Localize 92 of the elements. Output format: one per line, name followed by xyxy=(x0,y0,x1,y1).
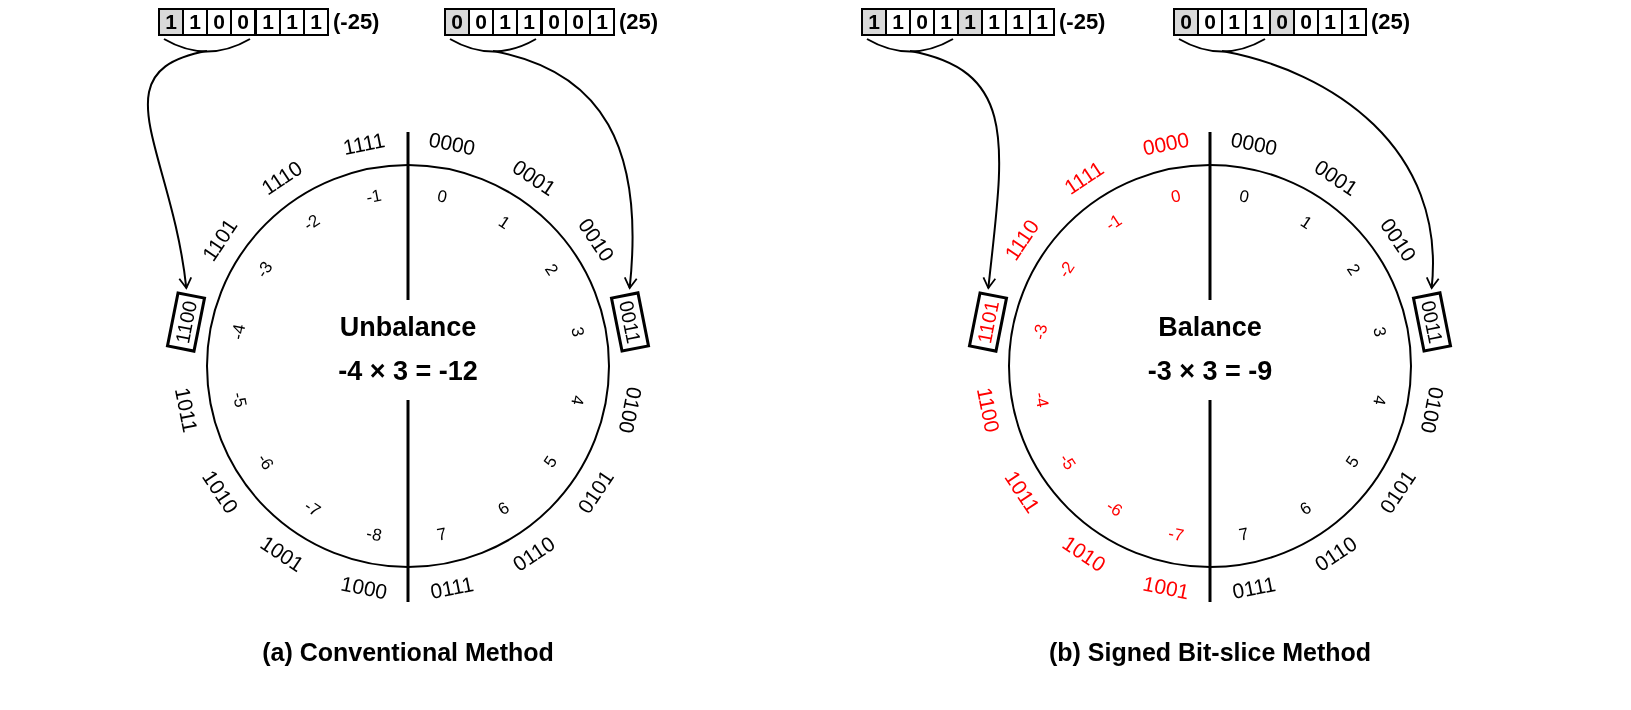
bit-cell: 0 xyxy=(1293,10,1317,34)
bit-cell: 1 xyxy=(1221,10,1245,34)
value-label: (25) xyxy=(1371,8,1411,36)
value-label: (-25) xyxy=(1059,8,1106,36)
bit-cell: 1 xyxy=(981,10,1005,34)
decimal-value: 3 xyxy=(565,325,588,340)
decimal-value: -7 xyxy=(300,496,325,522)
decimal-value: 1 xyxy=(494,212,514,234)
bit-cell: 1 xyxy=(1317,10,1341,34)
binary-code: 1111 xyxy=(1060,156,1109,200)
bit-cell: 0 xyxy=(1197,10,1221,34)
bit-cell: 1 xyxy=(1005,10,1029,34)
bit-cell: 1 xyxy=(303,10,327,34)
decimal-value: -2 xyxy=(300,210,325,236)
binary-code: 1011 xyxy=(170,385,203,435)
decimal-value: -7 xyxy=(1167,523,1186,546)
decimal-value: -2 xyxy=(1054,258,1080,283)
decimal-value: -5 xyxy=(1054,449,1080,474)
decimal-value: 7 xyxy=(1236,523,1251,546)
decimal-value: -6 xyxy=(1102,496,1127,522)
decimal-value: -1 xyxy=(365,186,384,209)
equation-text: -3 × 3 = -9 xyxy=(1147,356,1273,387)
bit-cell: 1 xyxy=(182,10,206,34)
binary-code: 0000 xyxy=(1228,128,1280,161)
bit-cell: 0 xyxy=(1271,10,1293,34)
bit-cell: 1 xyxy=(516,10,540,34)
decimal-value: 1 xyxy=(1296,212,1316,234)
bit-cell: 1 xyxy=(933,10,957,34)
panel-caption: (a) Conventional Method xyxy=(262,638,554,667)
decimal-value: 0 xyxy=(434,186,449,209)
decimal-value: 0 xyxy=(1236,186,1251,209)
decimal-value: 7 xyxy=(434,523,449,546)
decimal-value: -3 xyxy=(252,258,278,283)
bit-cell: 1 xyxy=(863,10,885,34)
bit-cell-text: 0 xyxy=(547,10,561,34)
bit-cell: 1 xyxy=(1029,10,1053,34)
binary-code: 0111 xyxy=(428,571,476,604)
decimal-value: 3 xyxy=(1367,325,1390,340)
value-label: (25) xyxy=(619,8,659,36)
binary-code: 1110 xyxy=(257,156,308,201)
bit-cell: 1 xyxy=(160,10,182,34)
decimal-value: -8 xyxy=(365,523,384,546)
panel-caption: (b) Signed Bit-slice Method xyxy=(1048,638,1372,667)
binary-code: 1010 xyxy=(1058,530,1111,577)
binary-code: 0110 xyxy=(508,531,559,577)
decimal-value: 6 xyxy=(1296,498,1316,520)
binary-code: 0100 xyxy=(1415,384,1448,436)
binary-code: 0001 xyxy=(507,155,560,202)
bit-cell: 1 xyxy=(885,10,909,34)
decimal-value: -5 xyxy=(228,390,251,409)
decimal-value: -4 xyxy=(1030,390,1053,409)
bit-cell: 0 xyxy=(230,10,254,34)
binary-code: 1000 xyxy=(338,571,390,604)
bit-cell: 0 xyxy=(1175,10,1197,34)
bit-cell: 0 xyxy=(565,10,589,34)
decimal-value: 2 xyxy=(540,260,562,280)
binary-code: 1001 xyxy=(256,530,309,577)
decimal-value: 0 xyxy=(1169,186,1184,209)
binary-code: 0111 xyxy=(1230,571,1278,604)
decimal-value: 2 xyxy=(1342,260,1364,280)
bit-cell: 1 xyxy=(279,10,303,34)
bit-cell: 0 xyxy=(206,10,230,34)
decimal-value: -4 xyxy=(228,323,251,342)
decimal-value: -6 xyxy=(252,449,278,474)
bit-cell: 1 xyxy=(959,10,981,34)
bit-cell: 1 xyxy=(1341,10,1365,34)
bit-cell: 1 xyxy=(589,10,613,34)
equation-text: -4 × 3 = -12 xyxy=(338,356,478,387)
bit-cell-text: 1 xyxy=(261,10,275,34)
binary-code: 0110 xyxy=(1310,531,1361,577)
decimal-value: 4 xyxy=(1367,392,1390,407)
binary-code: 1111 xyxy=(340,128,387,161)
decimal-value: 4 xyxy=(565,392,588,407)
decimal-value: 6 xyxy=(494,498,514,520)
bit-cell: 0 xyxy=(468,10,492,34)
bit-cell: 0 xyxy=(909,10,933,34)
decimal-value: 5 xyxy=(1342,452,1364,472)
heading-text: Unbalance xyxy=(339,312,477,343)
heading-text: Balance xyxy=(1158,312,1262,343)
decimal-value: -3 xyxy=(1030,323,1053,342)
decimal-value: 5 xyxy=(540,452,562,472)
binary-code: 1100 xyxy=(972,385,1005,435)
bit-cell: 0 xyxy=(446,10,468,34)
value-label: (-25) xyxy=(333,8,380,36)
bit-cell: 1 xyxy=(492,10,516,34)
binary-code: 0000 xyxy=(1140,128,1192,161)
binary-code: 0001 xyxy=(1309,155,1362,202)
decimal-value: -1 xyxy=(1102,210,1127,236)
bit-cell: 1 xyxy=(1245,10,1269,34)
binary-code: 0000 xyxy=(426,128,478,161)
binary-code: 0100 xyxy=(613,384,646,436)
binary-code: 1001 xyxy=(1140,571,1192,604)
